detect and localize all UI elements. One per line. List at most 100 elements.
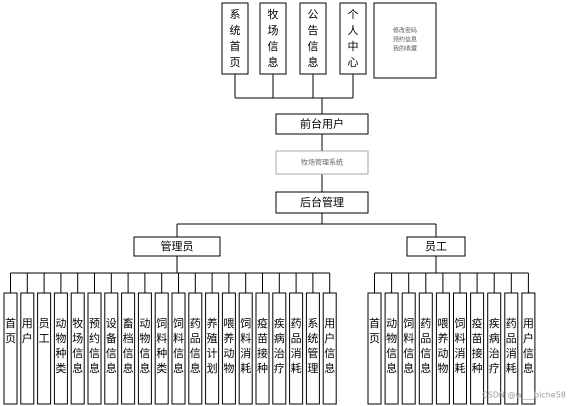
system-name-box: [275, 150, 369, 175]
label-char: 种: [156, 346, 167, 360]
label-char: 息: [523, 361, 534, 375]
staff-module-label: 饲料消耗: [455, 317, 466, 375]
label-char: 疫: [472, 316, 483, 330]
staff-module-label: 首页: [369, 316, 380, 345]
admin-module-label: 牧场信息: [72, 316, 83, 375]
label-char: 治: [489, 346, 500, 360]
admin-module-box: [238, 292, 253, 405]
admin-module-label: 疾病治疗: [274, 316, 285, 375]
label-char: 信: [123, 347, 134, 360]
label-char: 种: [257, 361, 268, 375]
label-char: 饲: [240, 317, 251, 330]
label-char: 疗: [489, 361, 500, 375]
label-char: 息: [173, 361, 184, 375]
label-char: 员: [39, 317, 50, 330]
label-char: 品: [506, 332, 517, 345]
label-char: 息: [89, 361, 100, 375]
label-char: 疫: [257, 316, 268, 330]
admin-module-label: 动物种类: [55, 317, 66, 375]
admin-module-box: [221, 292, 236, 405]
label-char: 用: [22, 317, 33, 330]
label-char: 物: [55, 331, 66, 345]
label-char: 息: [72, 361, 83, 375]
label-char: 料: [173, 331, 184, 345]
label-char: 划: [207, 362, 218, 375]
label-char: 息: [324, 361, 335, 375]
staff-module-box: [487, 292, 502, 405]
label-char: 告: [308, 24, 319, 37]
frontend-module-label: 个人中心: [348, 8, 359, 69]
label-char: 种: [472, 361, 483, 375]
label-char: 信: [72, 347, 83, 360]
staff-module-label: 疫苗接种: [472, 316, 483, 375]
admin-module-box: [104, 292, 119, 405]
staff-module-label: 疾病治疗: [489, 316, 500, 375]
frontend-module-label: 公告信息: [308, 8, 319, 69]
label-char: 接: [257, 347, 268, 360]
admin-module-label: 药品信息: [190, 317, 201, 375]
admin-module-box: [171, 292, 186, 405]
staff-box: [406, 236, 466, 257]
label-char: 预: [89, 317, 100, 330]
frontend-module-box: [339, 2, 367, 75]
label-char: 物: [437, 361, 448, 375]
label-char: 药: [420, 317, 431, 330]
label-char: 牧: [268, 7, 279, 21]
label-char: 约: [89, 332, 100, 345]
staff-module-label: 动物信息: [386, 317, 397, 375]
admin-module-label: 喂养动物: [223, 317, 234, 375]
label-char: 苗: [472, 332, 483, 345]
frontend-module-label: 系统首页: [230, 8, 241, 69]
label-char: 耗: [291, 362, 302, 375]
label-char: 个: [348, 8, 359, 21]
admin-module-box: [154, 292, 169, 405]
label-char: 畜: [123, 316, 134, 330]
label-char: 场: [72, 331, 83, 345]
admin-module-label: 员工: [39, 317, 50, 345]
label-char: 管: [307, 346, 318, 360]
label-char: 药: [190, 317, 201, 330]
admin-module-box: [272, 292, 287, 405]
personal-center-detail-line: 修改密码: [393, 27, 417, 35]
label-char: 理: [307, 362, 318, 375]
label-char: 信: [523, 347, 534, 360]
label-char: 药: [291, 317, 302, 330]
frontend-user-label: 前台用户: [300, 117, 344, 131]
label-char: 类: [55, 361, 66, 375]
admin-module-box: [137, 292, 152, 405]
staff-module-box: [504, 292, 519, 405]
label-char: 首: [5, 316, 16, 330]
label-char: 动: [223, 347, 234, 360]
label-char: 喂: [223, 317, 234, 330]
staff-module-label: 饲料信息: [403, 317, 414, 375]
admin-module-box: [37, 292, 52, 405]
connector-lines: [10, 74, 529, 293]
label-char: 信: [89, 347, 100, 360]
staff-module-label: 喂养动物: [437, 317, 448, 375]
label-char: 计: [207, 347, 218, 360]
label-char: 疾: [274, 316, 285, 330]
admin-module-label: 用户信息: [324, 317, 335, 375]
admin-box: [133, 236, 221, 257]
label-char: 种: [55, 346, 66, 360]
label-char: 消: [506, 346, 517, 360]
system-name-label: 牧场管理系统: [301, 158, 343, 167]
label-char: 疾: [489, 316, 500, 330]
admin-module-label: 饲料种类: [156, 317, 167, 375]
label-char: 消: [240, 346, 251, 360]
label-char: 品: [291, 332, 302, 345]
admin-module-box: [322, 292, 337, 405]
label-char: 信: [139, 347, 150, 360]
label-char: 息: [123, 361, 134, 375]
staff-label: 员工: [425, 240, 447, 253]
admin-module-label: 饲料信息: [173, 317, 184, 375]
admin-module-label: 系统管理: [307, 317, 318, 375]
admin-module-box: [3, 292, 18, 405]
label-char: 信: [403, 347, 414, 360]
admin-module-label: 预约信息: [89, 317, 100, 375]
staff-module-box: [418, 292, 433, 405]
label-char: 品: [190, 332, 201, 345]
staff-module-box: [435, 292, 450, 405]
label-char: 动: [386, 317, 397, 330]
label-char: 料: [240, 331, 251, 345]
